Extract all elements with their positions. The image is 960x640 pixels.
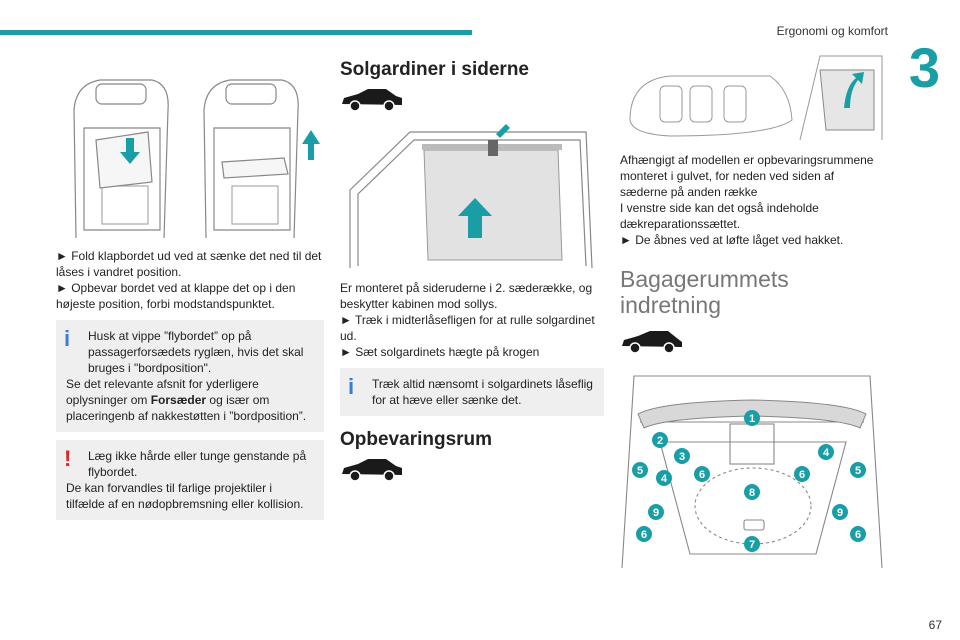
svg-text:6: 6 — [641, 529, 647, 541]
svg-text:8: 8 — [749, 487, 755, 499]
warning-icon: ! — [64, 446, 72, 471]
warning-note: ! Læg ikke hårde eller tunge genstande p… — [56, 440, 324, 520]
callout-badge: 2 — [652, 432, 668, 448]
warning-line-1: Læg ikke hårde eller tunge genstande på … — [88, 449, 307, 479]
instruction-2: Opbevar bordet ved at klappe det op i de… — [56, 280, 324, 312]
svg-text:9: 9 — [837, 507, 843, 519]
page-number: 67 — [928, 618, 942, 632]
sunshade-info-text: Træk altid nænsomt i solgardinets låsefl… — [372, 377, 593, 407]
storage-description: Afhængigt af modellen er opbevaringsrumm… — [620, 153, 874, 199]
callout-badge: 5 — [632, 462, 648, 478]
callout-badge: 6 — [694, 466, 710, 482]
sunshade-description: Er monteret på sideruderne i 2. sæderækk… — [340, 281, 593, 311]
info-line-1: Husk at vippe ”flybordet” op på passager… — [88, 329, 304, 375]
heading-sunshades: Solgardiner i siderne — [340, 59, 529, 80]
info-icon: i — [348, 374, 355, 399]
info-line-2: Se det relevante afsnit for yderligere o… — [66, 377, 307, 423]
svg-text:6: 6 — [699, 469, 705, 481]
svg-text:9: 9 — [653, 507, 659, 519]
svg-text:6: 6 — [799, 469, 805, 481]
info-icon: i — [64, 326, 71, 351]
svg-text:5: 5 — [637, 465, 643, 477]
svg-text:3: 3 — [679, 451, 685, 463]
heading-storage: Opbevaringsrum — [340, 429, 493, 450]
callout-badge: 1 — [744, 410, 760, 426]
storage-compartment-illustration — [629, 55, 883, 141]
svg-text:1: 1 — [749, 413, 755, 425]
svg-text:2: 2 — [657, 435, 663, 447]
svg-text:4: 4 — [661, 473, 668, 485]
callout-badge: 4 — [818, 444, 834, 460]
column-2: Solgardiner i siderne Er monteret på sid… — [340, 56, 604, 490]
sunshade-step-1: Træk i midterlåsefligen for at rulle sol… — [340, 312, 604, 344]
callout-badge: 6 — [794, 466, 810, 482]
sunshade-info-note: i Træk altid nænsomt i solgardinets låse… — [340, 368, 604, 416]
car-side-icon — [342, 459, 402, 482]
callout-badge: 5 — [850, 462, 866, 478]
svg-text:5: 5 — [855, 465, 861, 477]
callout-badge: 8 — [744, 484, 760, 500]
storage-repair-kit: I venstre side kan det også indeholde dæ… — [620, 201, 819, 231]
svg-text:4: 4 — [823, 447, 830, 459]
seatback-table-illustration — [73, 79, 320, 239]
sunshade-step-2: Sæt solgardinets hægte på krogen — [340, 344, 604, 360]
callout-badge: 3 — [674, 448, 690, 464]
heading-boot-layout: Bagagerummets indretning — [620, 266, 789, 318]
storage-open-step: De åbnes ved at løfte låget ved hakket. — [620, 232, 884, 248]
instruction-1: Fold klapbordet ud ved at sænke det ned … — [56, 248, 324, 280]
callout-badge: 6 — [850, 526, 866, 542]
warning-line-2: De kan forvandles til farlige projektile… — [66, 481, 304, 511]
car-side-icon — [622, 331, 682, 354]
section-title: Ergonomi og komfort — [776, 24, 888, 38]
column-3: Afhængigt af modellen er opbevaringsrumm… — [620, 50, 884, 572]
callout-badge: 6 — [636, 526, 652, 542]
info-note: i Husk at vippe ”flybordet” op på passag… — [56, 320, 324, 432]
header-rule — [0, 30, 472, 35]
car-side-icon — [342, 89, 402, 112]
callout-badge: 9 — [832, 504, 848, 520]
column-1: Fold klapbordet ud ved at sænke det ned … — [56, 70, 324, 520]
chapter-number: 3 — [908, 36, 940, 99]
callout-badge: 4 — [656, 470, 672, 486]
callout-badge: 9 — [648, 504, 664, 520]
sunshade-illustration — [349, 124, 593, 269]
callout-badge: 7 — [744, 536, 760, 552]
svg-text:7: 7 — [749, 539, 755, 551]
svg-text:6: 6 — [855, 529, 861, 541]
